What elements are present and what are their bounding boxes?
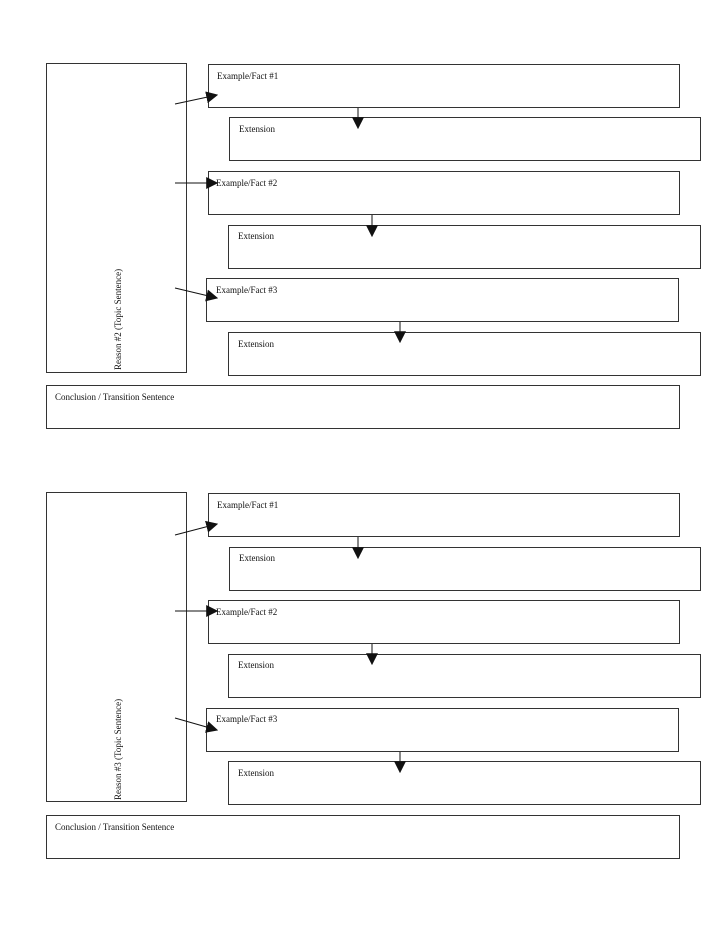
- extension-3-label: Extension: [238, 339, 274, 349]
- fact-1-label: Example/Fact #1: [217, 500, 279, 510]
- reason-box[interactable]: [46, 63, 187, 373]
- reason-label: Reason #2 (Topic Sentence): [113, 268, 123, 370]
- extension-1-box[interactable]: [229, 547, 701, 591]
- extension-2-box[interactable]: [228, 225, 701, 269]
- fact-1-box[interactable]: [208, 493, 680, 537]
- extension-1-label: Extension: [239, 124, 275, 134]
- extension-1-label: Extension: [239, 553, 275, 563]
- conclusion-box[interactable]: [46, 815, 680, 859]
- extension-2-label: Extension: [238, 660, 274, 670]
- reason-box[interactable]: [46, 492, 187, 802]
- fact-2-box[interactable]: [208, 600, 680, 644]
- extension-2-box[interactable]: [228, 654, 701, 698]
- extension-3-box[interactable]: [228, 761, 701, 805]
- fact-3-box[interactable]: [206, 708, 679, 752]
- conclusion-label: Conclusion / Transition Sentence: [55, 822, 175, 832]
- extension-3-box[interactable]: [228, 332, 701, 376]
- reason-label: Reason #3 (Topic Sentence): [113, 698, 123, 800]
- extension-3-label: Extension: [238, 768, 274, 778]
- fact-2-box[interactable]: [208, 171, 680, 215]
- conclusion-box[interactable]: [46, 385, 680, 429]
- fact-3-label: Example/Fact #3: [216, 714, 278, 724]
- fact-1-label: Example/Fact #1: [217, 71, 279, 81]
- fact-2-label: Example/Fact #2: [216, 178, 278, 188]
- extension-1-box[interactable]: [229, 117, 701, 161]
- conclusion-label: Conclusion / Transition Sentence: [55, 392, 175, 402]
- fact-3-box[interactable]: [206, 278, 679, 322]
- fact-1-box[interactable]: [208, 64, 680, 108]
- fact-3-label: Example/Fact #3: [216, 285, 278, 295]
- fact-2-label: Example/Fact #2: [216, 607, 278, 617]
- extension-2-label: Extension: [238, 231, 274, 241]
